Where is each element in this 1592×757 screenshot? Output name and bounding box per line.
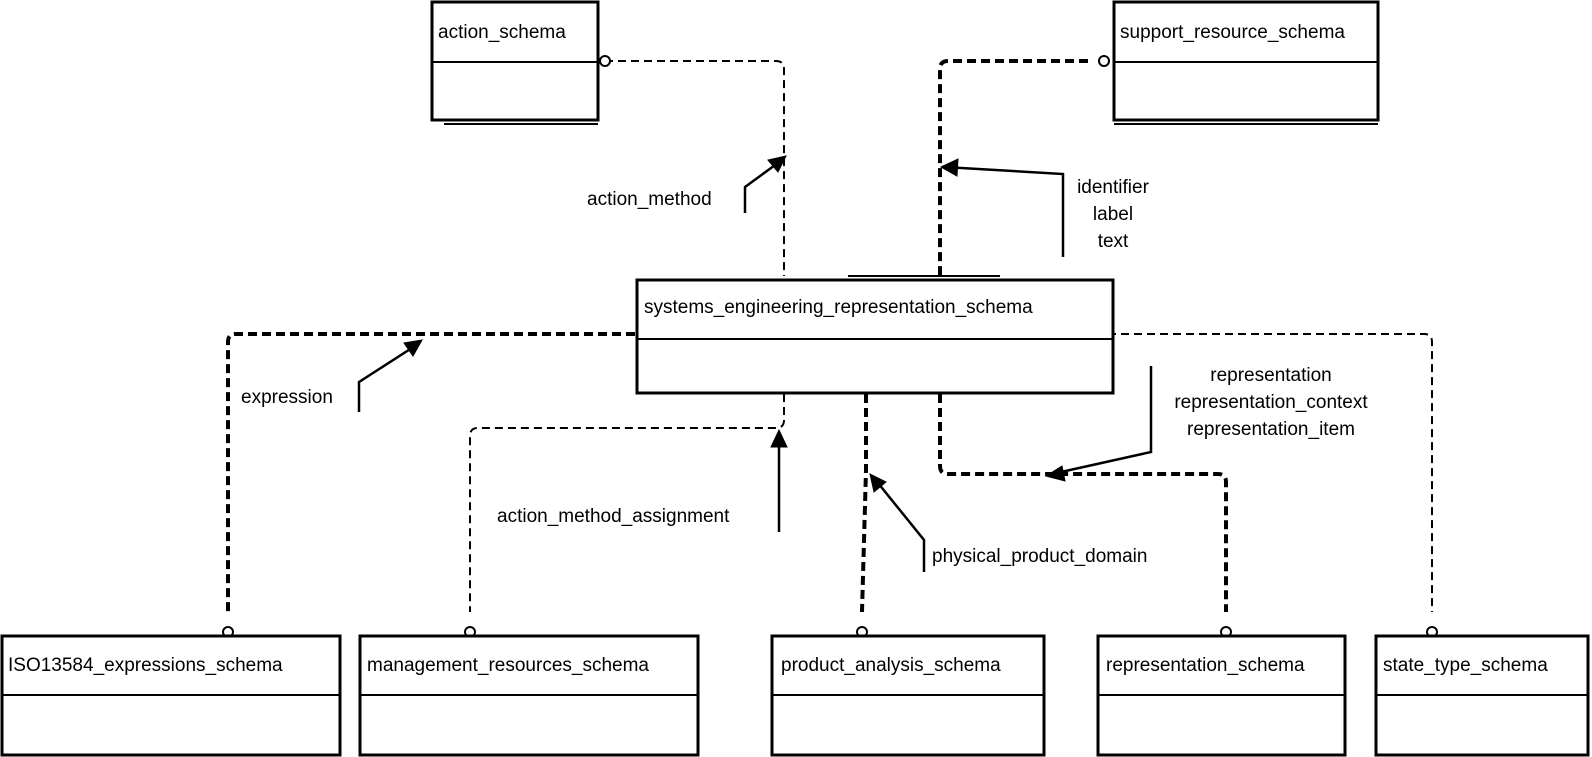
ref-line-action-method: [743, 158, 783, 213]
ref-label-action-method: action_method: [587, 189, 712, 210]
ref-line-representation-items: [1051, 366, 1153, 476]
ref-label-identifier: identifier: [1077, 177, 1149, 198]
ref-label-label: label: [1093, 204, 1133, 225]
schema-title: state_type_schema: [1383, 655, 1548, 676]
endpoint-action-schema: [599, 55, 611, 67]
schema-title: systems_engineering_representation_schem…: [644, 297, 1033, 318]
arrow-identifier-label-text: [939, 158, 959, 177]
ref-line-physical-product-domain: [873, 477, 926, 572]
ref-label-representation-item: representation_item: [1187, 419, 1355, 440]
endpoint-support-resource-schema: [1098, 55, 1110, 67]
schema-title: product_analysis_schema: [781, 655, 1001, 676]
schema-box-action-schema[interactable]: action_schema: [430, 0, 600, 125]
link-iso13584-expressions-schema: [226, 332, 635, 612]
arrow-action-method: [767, 155, 787, 173]
ref-label-text: text: [1098, 231, 1129, 252]
schema-title: management_resources_schema: [367, 655, 649, 676]
link-support-resource-schema: [938, 59, 1088, 276]
link-action-schema: [605, 60, 785, 276]
link-product-analysis-schema: [860, 394, 868, 613]
arrow-action-method-assignment: [770, 428, 788, 448]
arrow-physical-product-domain: [869, 473, 887, 493]
ref-label-action-method-assignment: action_method_assignment: [497, 506, 730, 527]
schema-box-systems-engineering-representation-schema[interactable]: systems_engineering_representation_schem…: [635, 278, 1115, 395]
link-state-type-schema: [1095, 333, 1433, 612]
ref-label-expression: expression: [241, 387, 333, 408]
schema-title: representation_schema: [1106, 655, 1305, 676]
schema-box-support-resource-schema[interactable]: support_resource_schema: [1112, 0, 1380, 125]
schema-box-management-resources-schema[interactable]: management_resources_schema: [358, 634, 700, 757]
schema-title: support_resource_schema: [1120, 22, 1345, 43]
schema-box-representation-schema[interactable]: representation_schema: [1096, 634, 1347, 757]
ref-line-identifier-label-text: [943, 165, 1065, 257]
arrow-expression: [403, 339, 423, 357]
schema-box-state-type-schema[interactable]: state_type_schema: [1374, 634, 1590, 757]
link-representation-schema: [938, 394, 1228, 612]
schema-title: ISO13584_expressions_schema: [8, 655, 283, 676]
ref-label-representation-context: representation_context: [1174, 392, 1368, 413]
schema-title: action_schema: [438, 22, 566, 43]
ref-line-expression: [357, 342, 419, 412]
arrow-representation-items: [1044, 465, 1066, 482]
schema-box-product-analysis-schema[interactable]: product_analysis_schema: [770, 634, 1046, 757]
schema-box-iso13584-expressions-schema[interactable]: ISO13584_expressions_schema: [0, 634, 342, 757]
ref-label-physical-product-domain: physical_product_domain: [932, 546, 1147, 567]
ref-label-representation: representation: [1210, 365, 1331, 386]
link-management-resources-schema: [469, 394, 785, 612]
